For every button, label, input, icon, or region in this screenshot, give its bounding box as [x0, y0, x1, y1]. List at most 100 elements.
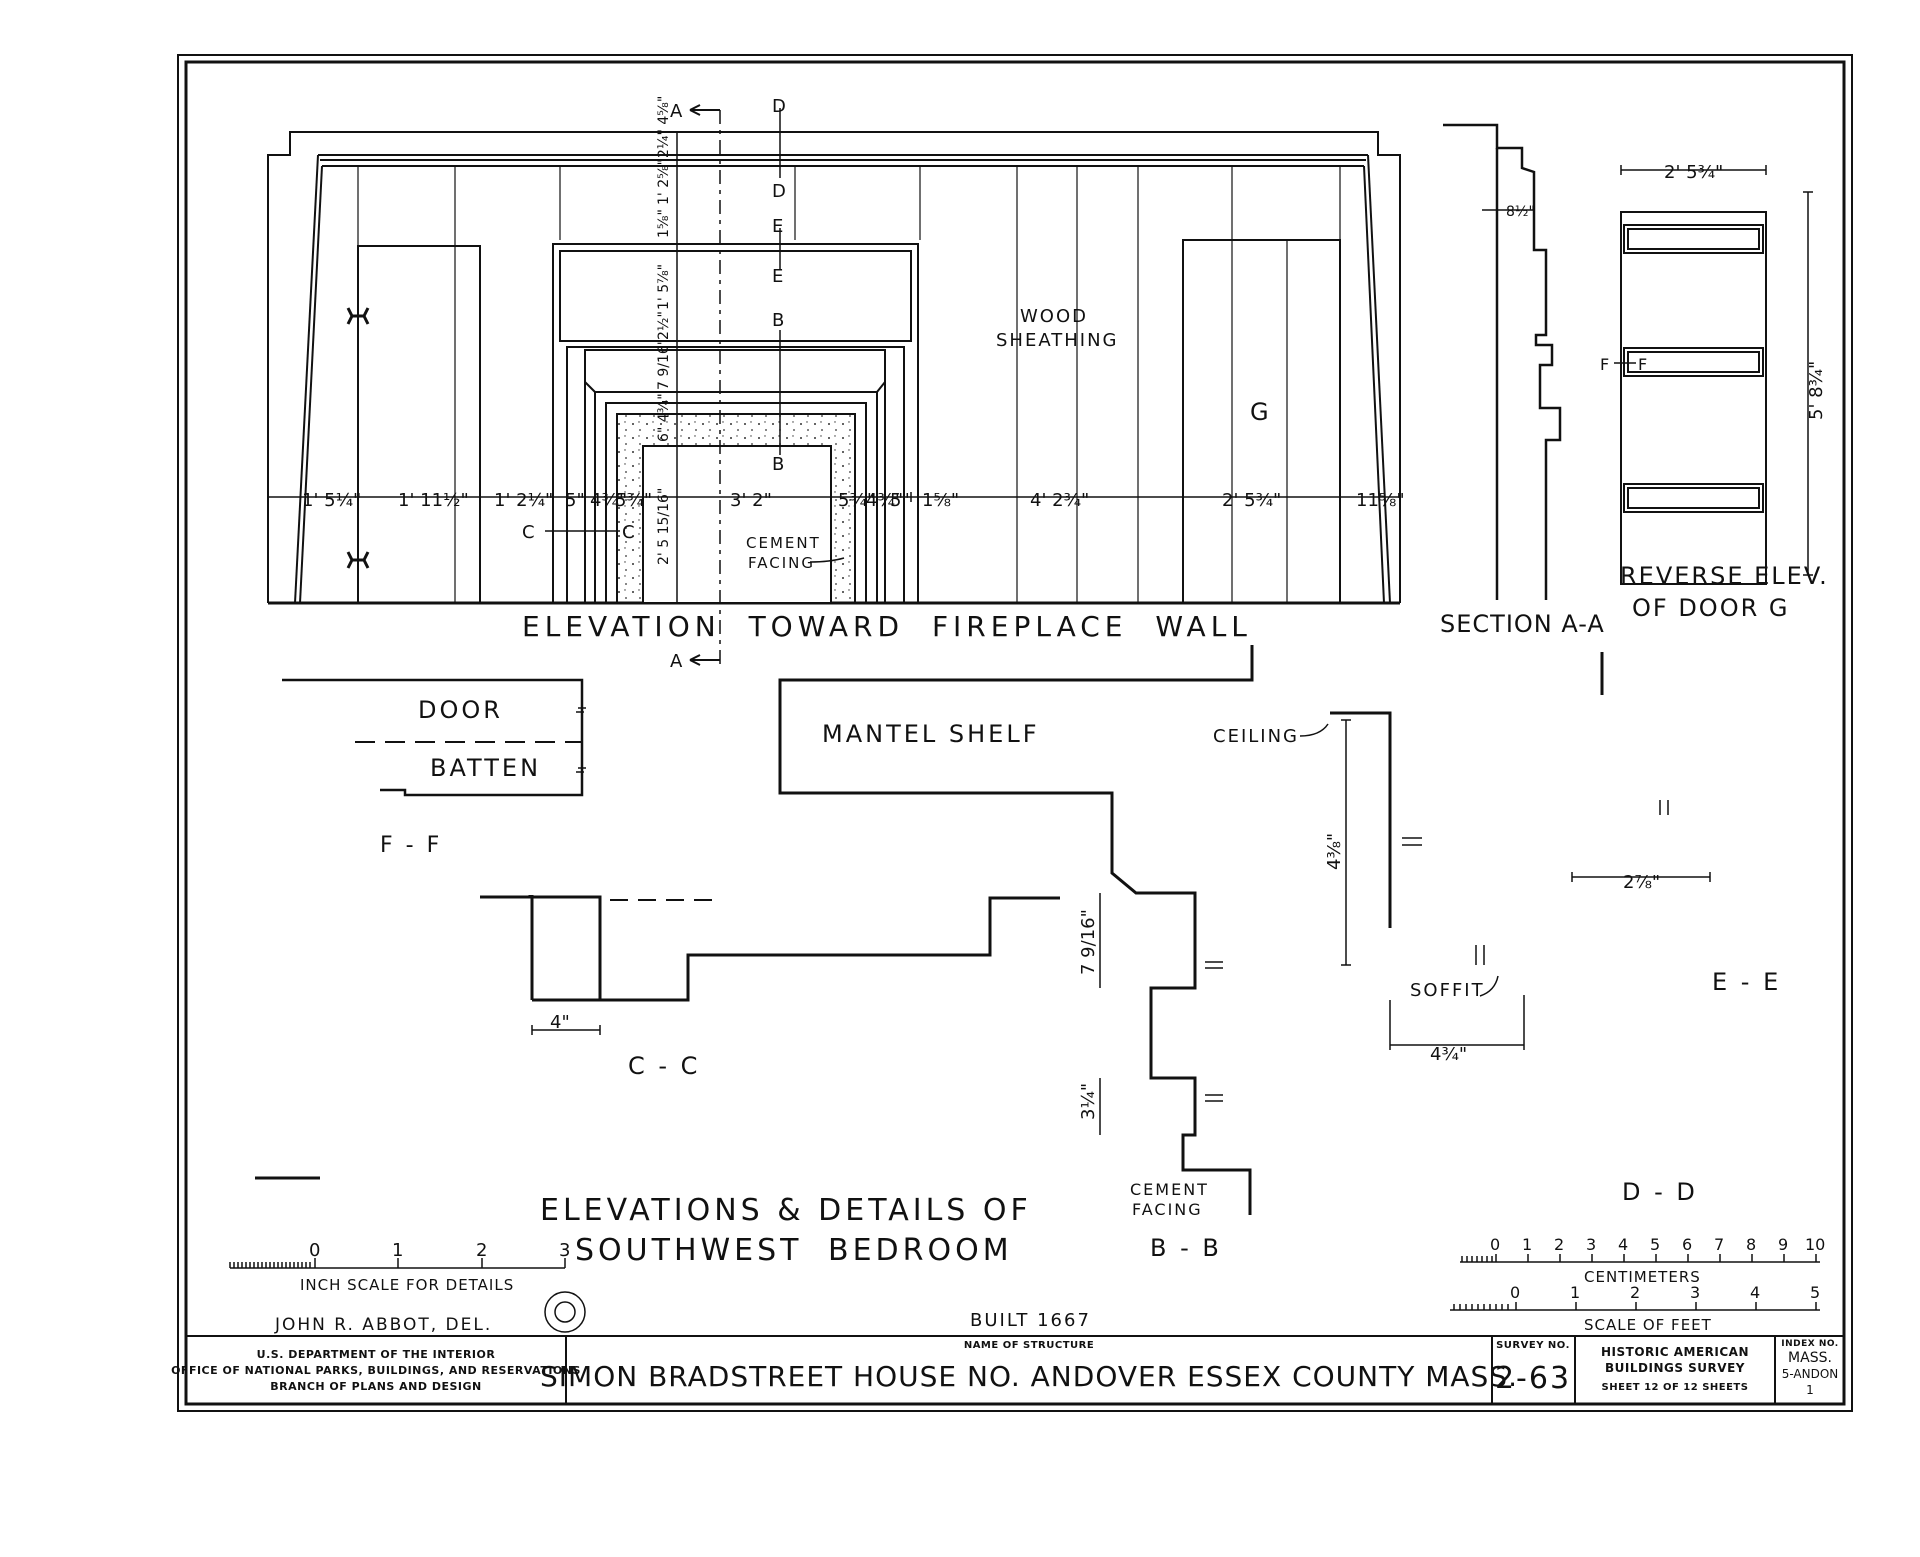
- cm-ticks: 0 1 2 3 4 5 6 7 8 9 10: [1490, 1235, 1825, 1254]
- dd-soffit: SOFFIT: [1410, 980, 1485, 1001]
- door-g-title-1: REVERSE ELEV.: [1620, 562, 1829, 590]
- feet-caption: SCALE OF FEET: [1584, 1316, 1712, 1334]
- mantel-cc-profile: [255, 645, 1254, 1215]
- sheet-number: SHEET 12 OF 12 SHEETS: [1602, 1382, 1749, 1393]
- vdim-text: 1' 2⅝": [656, 159, 672, 205]
- survey-number: 2-63: [1495, 1361, 1571, 1396]
- cm-tick: 0: [1490, 1235, 1500, 1254]
- door-g-sec-f2: F: [1638, 355, 1649, 374]
- vdim-text: 1⅝": [656, 209, 672, 238]
- dim-text: 4¾": [866, 490, 903, 511]
- cm-tick: 4: [1618, 1235, 1628, 1254]
- inch-tick: 2: [476, 1240, 487, 1261]
- section-aa-title: SECTION A-A: [1440, 610, 1605, 638]
- agency-line-1: U.S. DEPARTMENT OF THE INTERIOR: [257, 1348, 496, 1361]
- mantel-title: MANTEL SHELF: [822, 720, 1040, 748]
- section-d-bottom: D: [772, 181, 788, 202]
- cm-tick: 6: [1682, 1235, 1692, 1254]
- dim-text: 1' 2¼": [494, 490, 553, 511]
- cm-tick: 10: [1805, 1235, 1825, 1254]
- vdim-text: 1' 5⅞": [656, 264, 672, 310]
- ff-title: F - F: [380, 833, 442, 858]
- dd-view: [1299, 711, 1525, 1050]
- dim-text: 5": [565, 490, 585, 511]
- delineator: JOHN R. ABBOT, DEL.: [274, 1315, 492, 1335]
- door-g-title-2: OF DOOR G: [1632, 594, 1790, 622]
- cm-tick: 7: [1714, 1235, 1724, 1254]
- inch-scale: [229, 1258, 566, 1269]
- door-g-view: [1614, 165, 1813, 585]
- agency-line-3: BRANCH OF PLANS AND DESIGN: [270, 1380, 482, 1393]
- feet-tick: 2: [1630, 1283, 1640, 1302]
- sheet-title-1: ELEVATIONS & DETAILS OF: [540, 1193, 1032, 1228]
- dim-text: 11⅝": [1356, 490, 1405, 511]
- wood-label-2: SHEATHING: [996, 330, 1119, 351]
- feet-tick: 5: [1810, 1283, 1820, 1302]
- dim-text: 4¾": [590, 490, 627, 511]
- section-d-top: D: [772, 96, 788, 117]
- bb-title: B - B: [1150, 1234, 1222, 1262]
- ee-view: [1571, 652, 1711, 882]
- index-line-2: 5-ANDON: [1782, 1367, 1839, 1381]
- vdim-text: 2½": [656, 311, 672, 340]
- ff-view: [282, 678, 586, 797]
- outer-border: [177, 54, 1853, 1412]
- ee-dim: 2⅞": [1623, 872, 1660, 893]
- cm-scale: [1460, 1254, 1820, 1263]
- index-line-1: MASS.: [1788, 1350, 1832, 1366]
- inch-tick: 1: [392, 1240, 403, 1261]
- section-c-right: C: [622, 522, 637, 543]
- elevation-vdims: 2¼" 4⅝" 1' 2⅝" 1⅝" 1' 5⅞" 2½" 7 9/16" 6"…: [656, 96, 672, 565]
- title-block: [186, 1335, 1844, 1404]
- cm-tick: 9: [1778, 1235, 1788, 1254]
- dd-title: D - D: [1622, 1178, 1698, 1206]
- sheet-title-2: SOUTHWEST BEDROOM: [575, 1233, 1013, 1268]
- feet-tick: 3: [1690, 1283, 1700, 1302]
- cm-tick: 1: [1522, 1235, 1532, 1254]
- elevation-dims: 1' 5¼" 1' 11½" 1' 2¼" 5" 4¾" 5¾" 3' 2" 5…: [302, 490, 1405, 511]
- structure-name: SIMON BRADSTREET HOUSE NO. ANDOVER ESSEX…: [540, 1360, 1518, 1393]
- cm-caption: CENTIMETERS: [1584, 1268, 1701, 1286]
- ff-top-label: DOOR: [418, 696, 503, 724]
- feet-tick: 0: [1510, 1283, 1520, 1302]
- cm-tick: 5: [1650, 1235, 1660, 1254]
- dim-text: 2' 5¾": [1222, 490, 1281, 511]
- section-c-left: C: [522, 522, 537, 543]
- inch-tick: 0: [309, 1240, 320, 1261]
- vdim-text: 2¼" 4⅝": [656, 96, 672, 158]
- vdim-text: 7 9/16": [656, 339, 672, 390]
- section-b-bottom: B: [772, 454, 786, 475]
- dd-dim-2: 4¾": [1430, 1044, 1467, 1065]
- dim-text: 5¾": [838, 490, 875, 511]
- cc-title: C - C: [628, 1052, 700, 1080]
- survey-caption: SURVEY NO.: [1496, 1340, 1570, 1351]
- dim-text: 4' 2¾": [1030, 490, 1089, 511]
- door-g-width: 2' 5¾": [1664, 162, 1723, 183]
- inner-border: [184, 60, 1846, 1406]
- cement-label-2: FACING: [748, 554, 815, 572]
- bb-dim-1: 7 9/16": [1078, 909, 1099, 975]
- inch-tick: 3: [559, 1240, 570, 1261]
- index-line-3: 1: [1806, 1383, 1814, 1397]
- habs-line-2: BUILDINGS SURVEY: [1605, 1361, 1745, 1375]
- section-b-top: B: [772, 310, 786, 331]
- cc-dim: 4": [550, 1012, 570, 1033]
- habs-line-1: HISTORIC AMERICAN: [1601, 1345, 1749, 1359]
- section-a-top: A: [670, 101, 684, 122]
- section-a-bottom: A: [670, 651, 684, 672]
- bb-cement-1: CEMENT: [1130, 1180, 1209, 1199]
- elevation-title: ELEVATION TOWARD FIREPLACE WALL: [522, 610, 1252, 643]
- dd-ceiling: CEILING: [1213, 726, 1299, 747]
- cm-tick: 2: [1554, 1235, 1564, 1254]
- dim-text: 3' 2": [730, 490, 772, 511]
- dim-text: 5": [890, 490, 910, 511]
- door-g-label: G: [1250, 398, 1272, 426]
- section-aa-view: [1443, 123, 1562, 600]
- bb-cement-2: FACING: [1132, 1200, 1203, 1219]
- ee-title: E - E: [1712, 968, 1781, 996]
- dim-text: 5¾": [615, 490, 652, 511]
- feet-tick: 4: [1750, 1283, 1760, 1302]
- section-e-bottom: E: [772, 266, 785, 287]
- elevation-dim-ticks: [267, 492, 1401, 502]
